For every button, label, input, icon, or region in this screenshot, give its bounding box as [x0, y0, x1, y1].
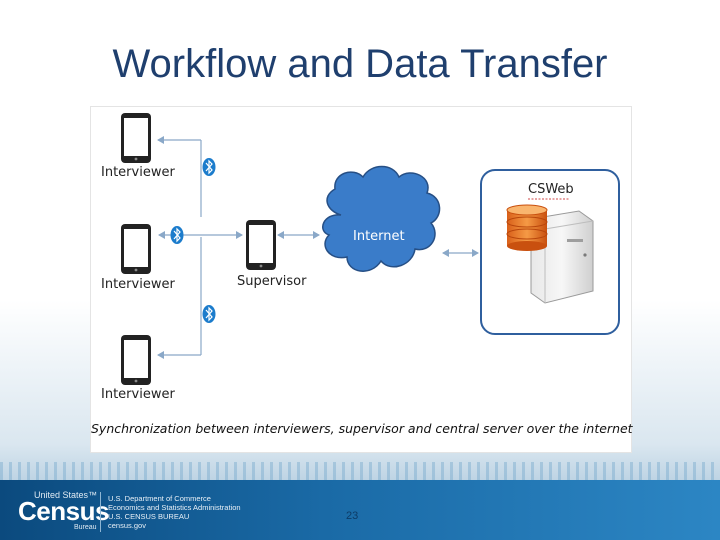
- phone-icon: [121, 113, 151, 163]
- census-logo: Census: [18, 496, 109, 527]
- dept-line: U.S. Department of Commerce: [108, 494, 211, 503]
- supervisor-label: Supervisor: [237, 274, 306, 289]
- dept-line: census.gov: [108, 521, 146, 530]
- bluetooth-icon: [171, 226, 184, 244]
- interviewer-label: Interviewer: [101, 277, 175, 292]
- bluetooth-icon: [203, 305, 216, 323]
- footer-divider: [100, 492, 101, 532]
- bluetooth-icon: [203, 158, 216, 176]
- census-logo-sub: Bureau: [74, 524, 97, 531]
- workflow-diagram: Interviewer Interviewer Interviewer Supe…: [90, 106, 632, 453]
- slide-title: Workflow and Data Transfer: [0, 42, 720, 87]
- database-icon: [507, 205, 547, 251]
- dept-line: Economics and Statistics Administration: [108, 503, 241, 512]
- phone-icon: [121, 224, 151, 274]
- footer-stripes: [0, 462, 720, 482]
- interviewer-label: Interviewer: [101, 165, 175, 180]
- phone-icon: [121, 335, 151, 385]
- internet-label: Internet: [353, 229, 405, 244]
- interviewer-label: Interviewer: [101, 387, 175, 402]
- server-label: CSWeb: [528, 182, 574, 197]
- diagram-caption: Synchronization between interviewers, su…: [91, 421, 631, 436]
- cloud-icon: [323, 167, 440, 272]
- dept-line: U.S. CENSUS BUREAU: [108, 512, 189, 521]
- phone-icon: [246, 220, 276, 270]
- page-number: 23: [346, 510, 358, 522]
